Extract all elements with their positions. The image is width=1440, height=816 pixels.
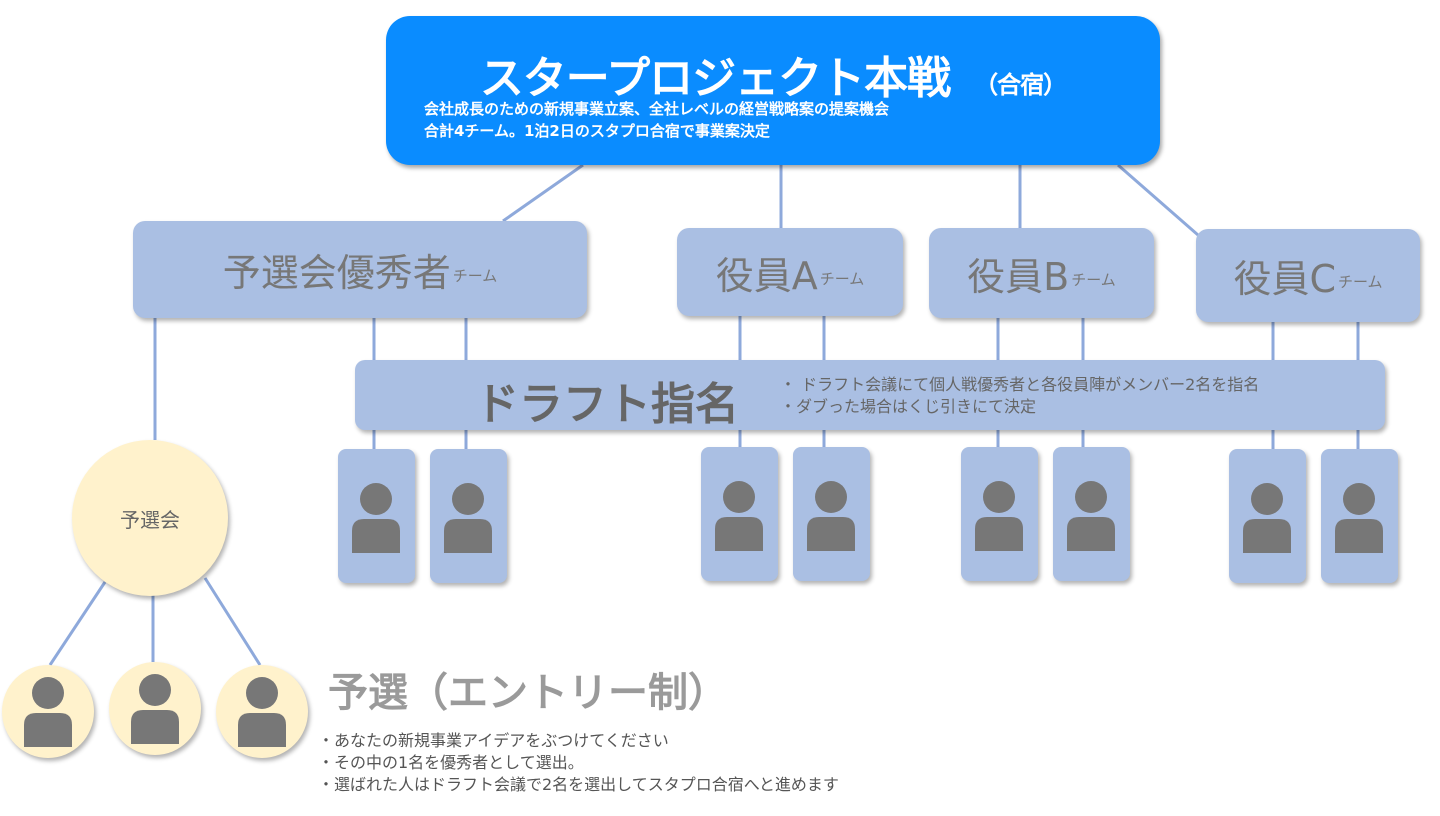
- person-icon: [131, 674, 179, 744]
- preliminary-note: ・選ばれた人はドラフト会議で2名を選出してスタプロ合宿へと進めます: [318, 775, 839, 794]
- person-icon: [24, 677, 72, 747]
- preliminary-note: ・あなたの新規事業アイデアをぶつけてください: [318, 731, 669, 750]
- team-preliminary-winners: 予選会優秀者チーム: [133, 221, 587, 318]
- main-title-sub: （合宿）: [974, 71, 1067, 99]
- main-event-box: スタープロジェクト本戦 （合宿） 会社成長のための新規事業立案、全社レベルの経営戦…: [386, 16, 1160, 165]
- member-card: [430, 449, 507, 583]
- person-icon: [715, 481, 763, 551]
- person-icon: [352, 483, 400, 553]
- entrant-circle: [2, 665, 94, 758]
- person-icon: [1067, 481, 1115, 551]
- member-card: [1229, 449, 1306, 583]
- preliminary-circle: 予選会: [72, 440, 228, 596]
- member-card: [338, 449, 415, 583]
- person-icon: [238, 677, 286, 747]
- member-card: [701, 447, 778, 581]
- draft-title: ドラフト指名: [475, 379, 739, 430]
- person-icon: [1243, 483, 1291, 553]
- person-icon: [975, 481, 1023, 551]
- member-card: [1321, 449, 1398, 583]
- draft-note-1: ・ ドラフト会議にて個人戦優秀者と各役員陣がメンバー2名を指名: [780, 375, 1260, 394]
- main-desc-1: 会社成長のための新規事業立案、全社レベルの経営戦略案の提案機会: [424, 100, 890, 118]
- team-suffix: チーム: [1071, 270, 1116, 289]
- preliminary-notes: ・あなたの新規事業アイデアをぶつけてください ・その中の1名を優秀者として選出。…: [318, 730, 839, 796]
- member-card: [961, 447, 1038, 581]
- member-card: [793, 447, 870, 581]
- entrant-circle: [109, 662, 201, 755]
- team-name: 役員C: [1233, 257, 1336, 301]
- team-name: 役員A: [715, 253, 818, 298]
- draft-bar: ドラフト指名 ・ ドラフト会議にて個人戦優秀者と各役員陣がメンバー2名を指名 ・…: [355, 360, 1385, 430]
- person-icon: [444, 483, 492, 553]
- main-title: スタープロジェクト本戦: [479, 53, 951, 104]
- person-icon: [1335, 483, 1383, 553]
- member-card: [1053, 447, 1130, 581]
- person-icon: [807, 481, 855, 551]
- draft-note-2: ・ダブった場合はくじ引きにて決定: [780, 397, 1037, 416]
- preliminary-title: 予選（エントリー制）: [328, 670, 728, 716]
- preliminary-note: ・その中の1名を優秀者として選出。: [318, 753, 584, 772]
- team-suffix: チーム: [452, 267, 498, 285]
- team-suffix: チーム: [819, 269, 865, 288]
- entrant-circle: [216, 665, 308, 758]
- preliminary-circle-label: 予選会: [120, 507, 180, 532]
- main-desc-2: 合計4チーム。1泊2日のスタプロ合宿で事業案決定: [424, 122, 770, 140]
- team-name: 予選会優秀者: [222, 251, 451, 295]
- team-name: 役員B: [967, 254, 1070, 299]
- team-suffix: チーム: [1337, 273, 1383, 291]
